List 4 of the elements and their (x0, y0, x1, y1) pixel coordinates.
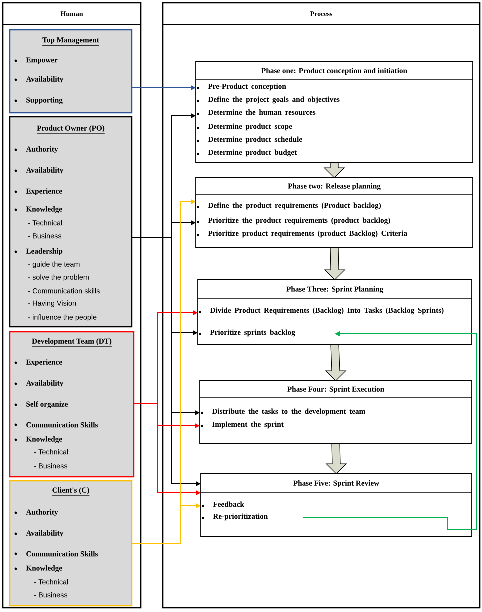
block-arrow (324, 248, 346, 280)
block-arrow (325, 344, 347, 382)
block-arrow (324, 162, 346, 178)
block-arrow (326, 444, 348, 474)
